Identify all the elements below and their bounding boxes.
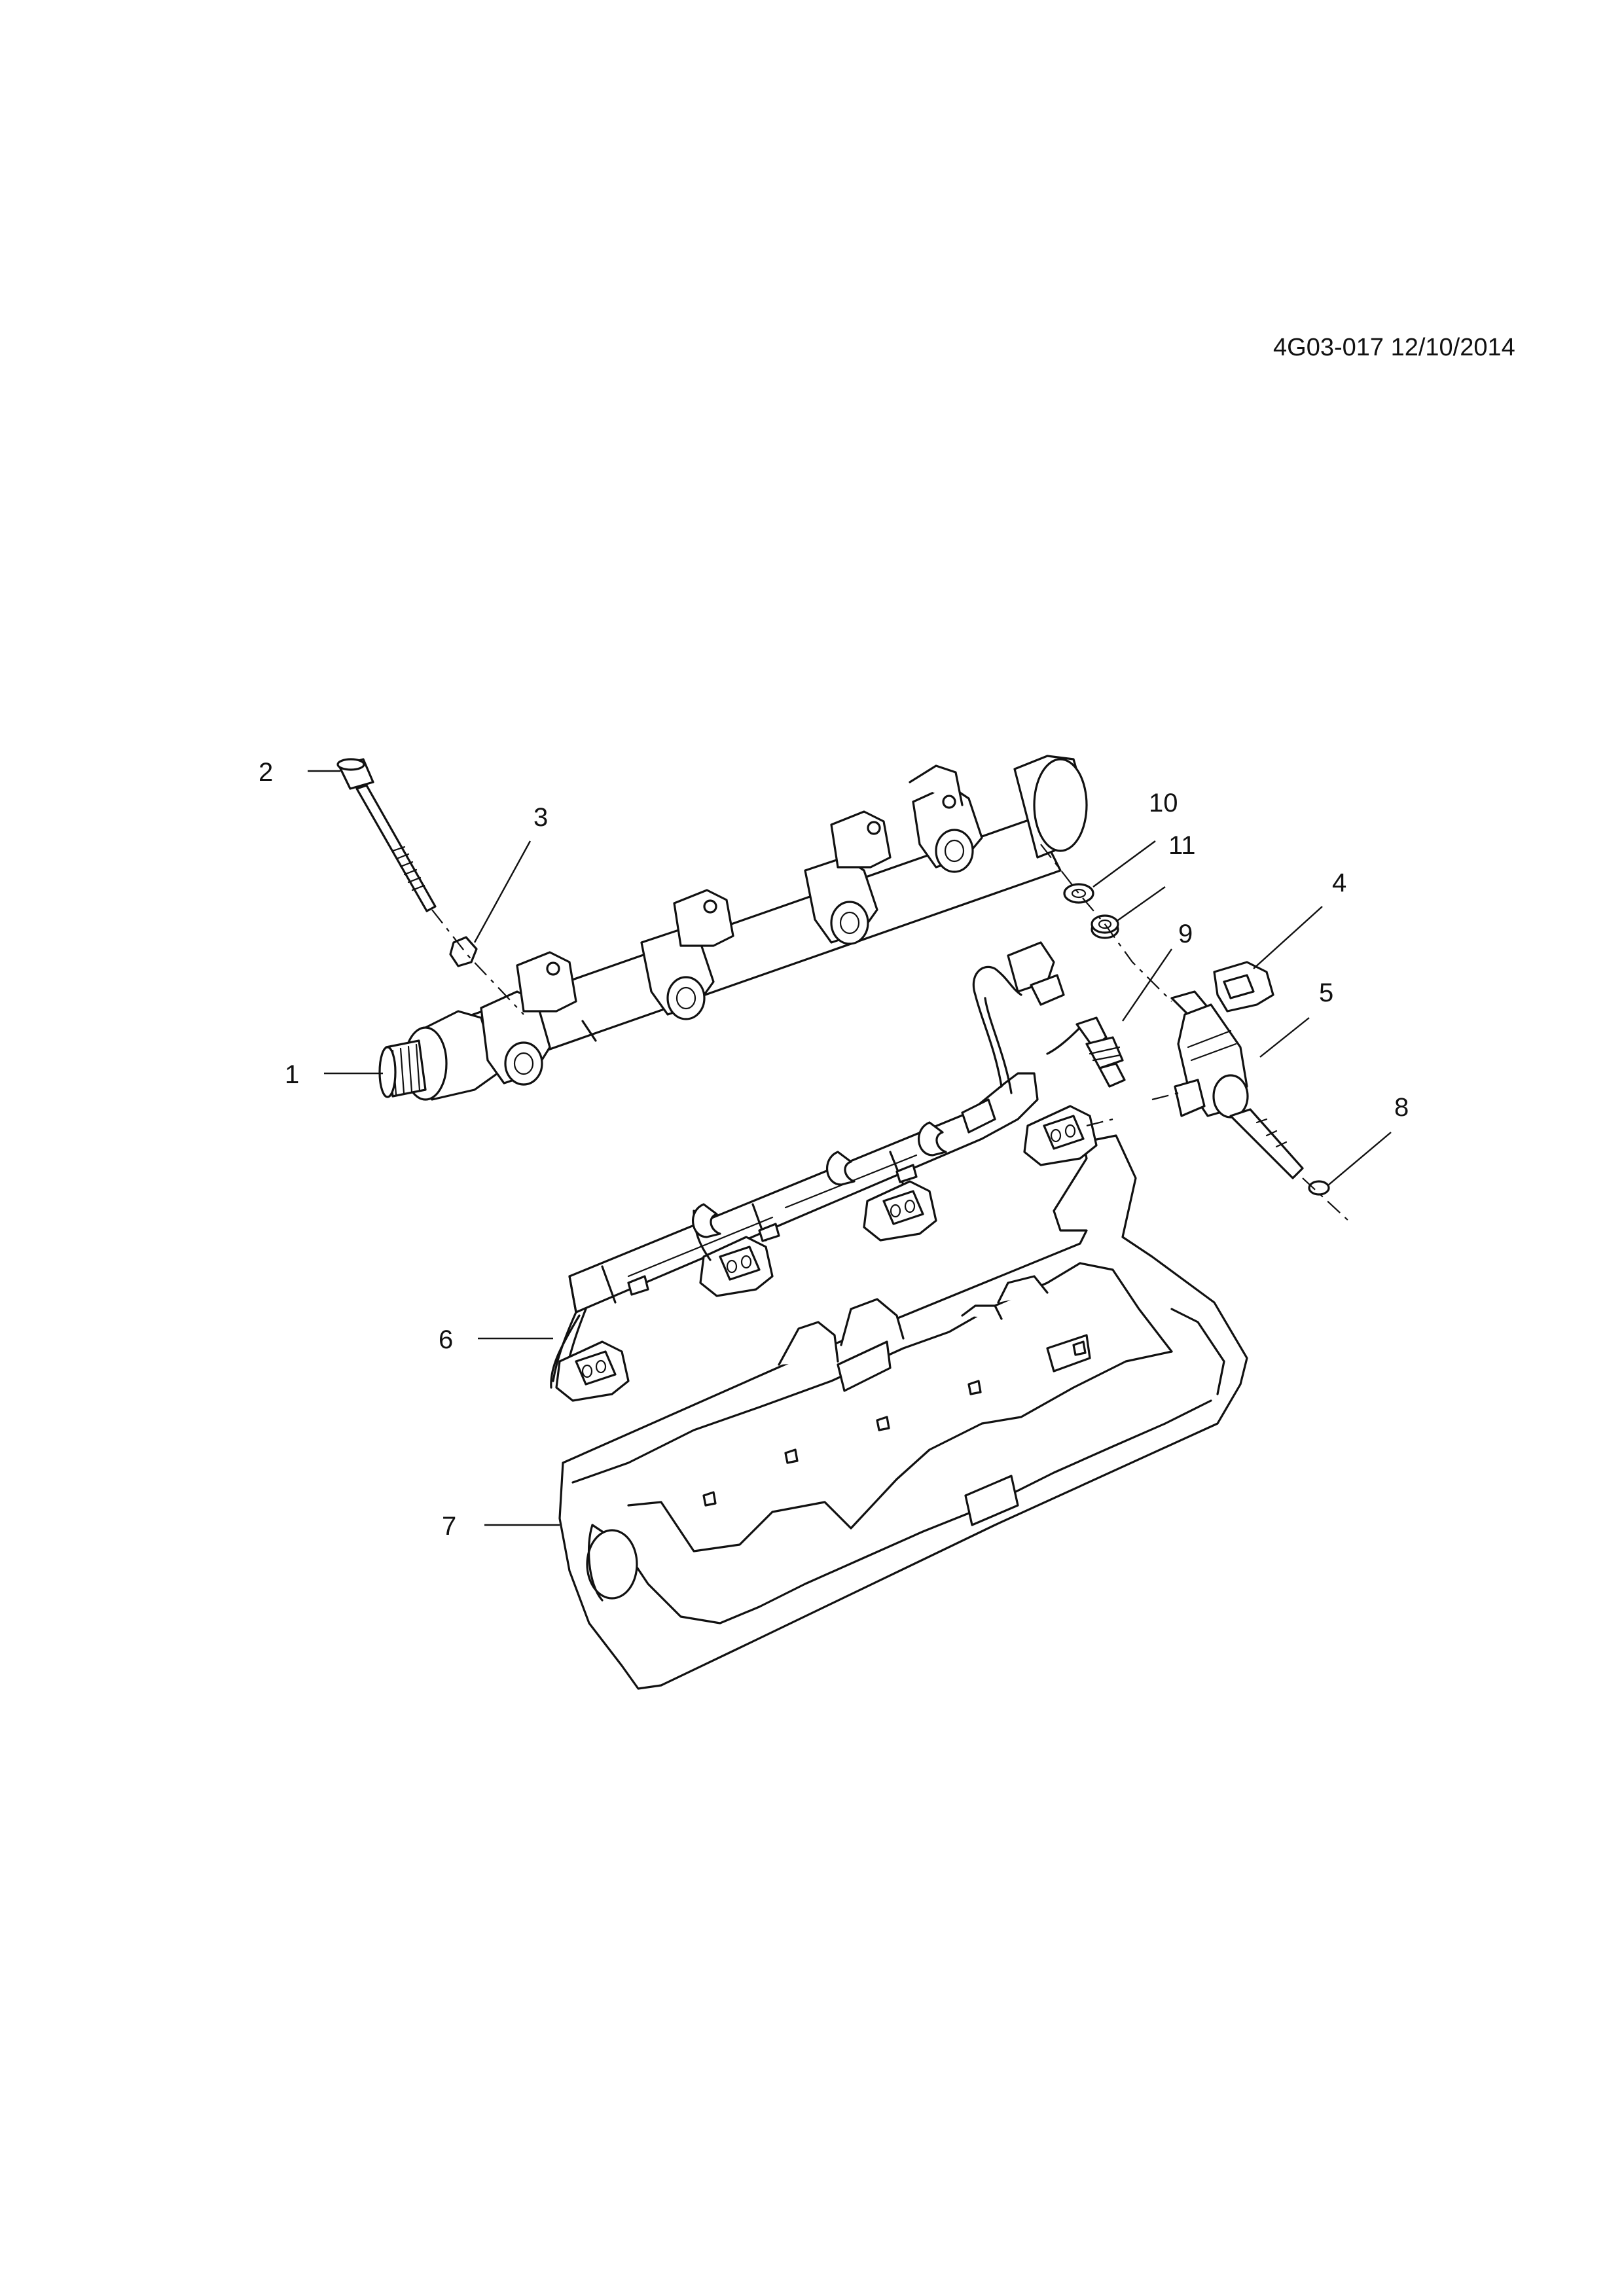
retaining-clip [1213,961,1274,1013]
callout-10: 10 [1149,789,1178,817]
high-pressure-component [1170,990,1304,1179]
callout-3: 3 [533,803,548,832]
o-ring [1063,883,1094,904]
callout-6: 6 [439,1325,453,1354]
callout-5: 5 [1319,978,1333,1007]
harness-connector-1 [555,1340,630,1402]
drawing-reference: 4G03-017 12/10/2014 [1273,334,1515,361]
callout-11: 11 [1168,831,1196,860]
small-seal [1308,1180,1330,1196]
callout-1: 1 [285,1060,299,1089]
bolt [336,758,437,912]
sensor [1075,1016,1126,1088]
callout-8: 8 [1394,1093,1409,1122]
callout-4: 4 [1332,869,1346,897]
manifold-housing [558,1134,1248,1690]
harness-connector-3 [863,1180,937,1242]
harness-connector-2 [693,1210,774,1297]
seal-ring [1091,914,1119,939]
spacer [449,936,478,967]
callout-2: 2 [259,758,273,787]
harness-connector-4 [1023,1105,1098,1166]
wiring-harness [550,941,1098,1402]
fuel-rail [378,755,1088,1101]
callout-9: 9 [1178,920,1193,948]
callout-7: 7 [442,1512,456,1541]
